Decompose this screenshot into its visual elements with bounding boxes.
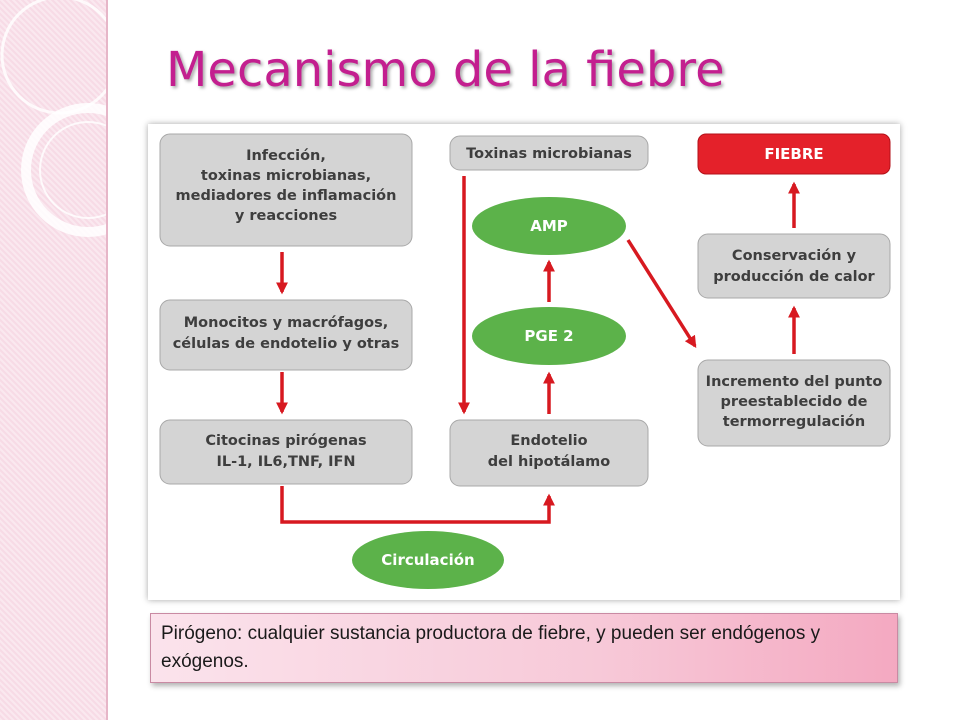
diagram-arrows: [276, 176, 800, 524]
svg-text:FIEBRE: FIEBRE: [764, 145, 823, 163]
pill-pge2: PGE 2: [472, 307, 626, 365]
box-toxinas: Toxinas microbianas: [449, 135, 649, 171]
box-monocitos: Monocitos y macrófagos,células de endote…: [159, 299, 413, 371]
diagram-canvas: Infección,toxinas microbianas,mediadores…: [159, 133, 891, 589]
svg-text:PGE 2: PGE 2: [524, 327, 573, 345]
pill-amp: AMP: [472, 197, 626, 255]
svg-text:AMP: AMP: [530, 217, 568, 235]
box-fiebre: FIEBRE: [697, 133, 891, 175]
decorative-circles: [0, 0, 106, 237]
fever-mechanism-diagram: Infección,toxinas microbianas,mediadores…: [148, 124, 900, 600]
arrow-amp-to-incremento: [626, 239, 697, 349]
svg-text:Infección,toxinas microbianas,: Infección,toxinas microbianas,mediadores…: [176, 148, 397, 224]
svg-text:Toxinas microbianas: Toxinas microbianas: [466, 146, 632, 162]
pill-circulacion: Circulación: [352, 531, 504, 589]
decorative-side-band: [0, 0, 108, 720]
arrow-citocinas-to-endotelio: [280, 486, 555, 524]
slide-title: Mecanismo de la fiebre: [166, 42, 725, 98]
pyrogen-definition-note: Pirógeno: cualquier sustancia productora…: [150, 613, 898, 683]
box-infeccion: Infección,toxinas microbianas,mediadores…: [159, 133, 413, 247]
svg-text:Monocitos y macrófagos,células: Monocitos y macrófagos,células de endote…: [173, 315, 400, 352]
svg-text:Circulación: Circulación: [381, 551, 474, 569]
